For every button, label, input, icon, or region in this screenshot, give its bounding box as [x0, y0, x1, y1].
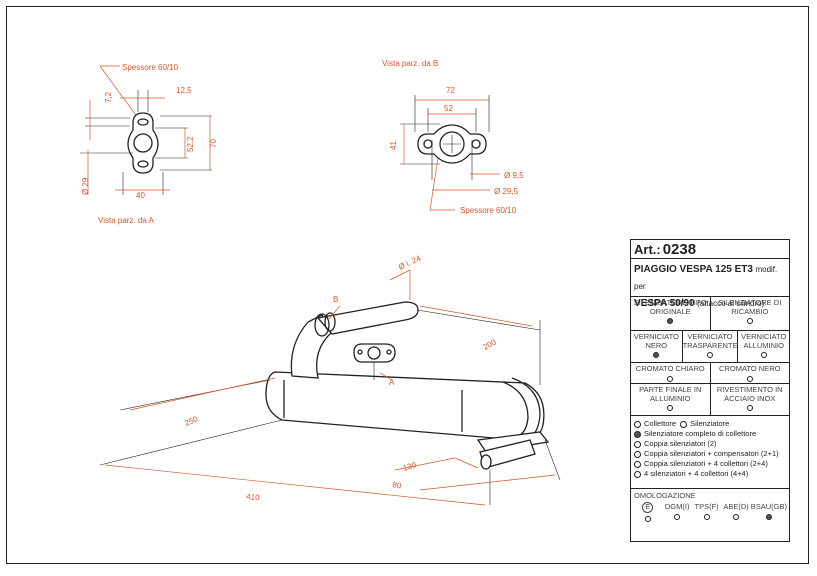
muffler-body: [265, 371, 545, 442]
dim-410: 410: [246, 492, 261, 502]
finish-row: PARTE FINALE IN ALLUMINIO RIVESTIMENTO I…: [631, 384, 789, 416]
finish-aluminium-radio: [667, 405, 674, 411]
spec-table: Art.: 0238 PIAGGIO VESPA 125 ET3 modif. …: [630, 239, 790, 542]
view-a-dim-12-5: 12,5: [176, 86, 192, 95]
main-view: Ø i. 24 B A 200 250 410 130 80: [99, 253, 561, 506]
muffler-bracket: [476, 431, 550, 453]
view-a-dim-phi-29: Ø 29: [81, 177, 90, 195]
article-number: 0238: [662, 240, 697, 258]
option-4x4: 4 silenziatori + 4 collettori (4+4): [634, 469, 786, 479]
option-collettore-radio: [634, 420, 641, 428]
option-complete: Silenziatore completo di collettore: [634, 429, 786, 439]
homologation-dgm: DGM(I): [662, 502, 691, 522]
finish-inox-radio: [746, 405, 753, 411]
chrome-row: CROMATO CHIARO CROMATO NERO: [631, 363, 789, 384]
paint-aluminium-radio: [760, 352, 767, 358]
chrome-black-cell: CROMATO NERO: [709, 363, 790, 383]
label-view-a-marker: A: [389, 378, 395, 387]
article-row: Art.: 0238: [631, 240, 789, 259]
model-line-1: PIAGGIO VESPA 125 ET3: [634, 264, 753, 275]
type-original-cell: SILENZIATORE TIPO ORIGINALE: [631, 297, 710, 330]
type-replacement-radio: [746, 318, 753, 324]
dim-80: 80: [392, 480, 403, 491]
model-line-1-note: modif. per: [634, 265, 778, 291]
paint-black-radio: [653, 352, 660, 358]
homologation-abe: ABE(D): [721, 502, 750, 522]
view-a: Spessore 60/10 7,2 12,5 52,2 70 Ø 29 40 …: [80, 63, 218, 225]
configuration-options: Collettore Silenziatore Silenziatore com…: [631, 416, 789, 489]
view-b: Vista parz. da B 72 52 41 Ø 9,5 Ø 29,5 S…: [382, 59, 524, 215]
option-pair-comp-radio: [634, 450, 641, 458]
finish-inox-cell: RIVESTIMENTO IN ACCIAIO INOX: [709, 384, 790, 415]
dim-250: 250: [183, 414, 199, 428]
dim-200: 200: [482, 337, 498, 351]
view-b-dim-41: 41: [389, 141, 398, 150]
homologation-row: E DGM(I) TPS(F) ABE(D) BSAU(GB): [631, 500, 789, 522]
type-original-radio: [667, 318, 674, 324]
dim-inlet-diameter: Ø i. 24: [397, 253, 423, 271]
view-b-dim-phi-9-5: Ø 9,5: [504, 171, 524, 180]
type-replacement-cell: SILENZIATORE DI RICAMBIO: [709, 297, 790, 330]
homologation-title: OMOLOGAZIONE: [634, 491, 696, 500]
dim-130: 130: [402, 460, 418, 473]
view-b-thickness-label: Spessore 60/10: [460, 206, 517, 215]
chrome-light-cell: CROMATO CHIARO: [631, 363, 710, 383]
article-label: Art.:: [634, 241, 661, 257]
homologation-e: E: [633, 502, 662, 522]
option-silenziatore-radio: [680, 420, 688, 428]
option-complete-radio: [634, 430, 641, 438]
option-pair-radio: [634, 440, 641, 448]
homologation-tps: TPS(F): [692, 502, 721, 522]
view-b-dim-phi-29-5: Ø 29,5: [494, 187, 519, 196]
view-a-dim-52-2: 52,2: [186, 136, 195, 152]
finish-aluminium-cell: PARTE FINALE IN ALLUMINIO: [631, 384, 710, 415]
view-a-dim-40: 40: [136, 191, 145, 200]
paint-clear-cell: VERNICIATO TRASPARENTE: [681, 331, 737, 362]
type-row: SILENZIATORE TIPO ORIGINALE SILENZIATORE…: [631, 297, 789, 331]
chrome-black-radio: [746, 375, 753, 382]
option-pair-4coll-radio: [634, 460, 641, 468]
view-a-dim-7-2: 7,2: [104, 91, 113, 103]
model-info: PIAGGIO VESPA 125 ET3 modif. per VESPA 5…: [631, 259, 789, 309]
option-pair: Coppia silenziatori (2): [634, 439, 786, 449]
option-4x4-radio: [634, 470, 641, 478]
option-pair-4coll: Coppia silenziatori + 4 collettori (2+4): [634, 459, 786, 469]
paint-clear-radio: [707, 352, 713, 358]
view-a-caption: Vista parz. da A: [98, 216, 155, 225]
drawing-frame: [6, 6, 809, 564]
paint-aluminium-cell: VERNICIATO ALLUMINIO: [737, 331, 789, 362]
model-line-2-note: (attacco al cilindro): [697, 299, 765, 308]
view-b-dim-52: 52: [444, 104, 453, 113]
chrome-light-radio: [667, 375, 674, 382]
label-view-b-marker: B: [333, 295, 338, 304]
paint-black-cell: VERNICIATO NERO: [631, 331, 682, 362]
model-line-2: VESPA 50/90: [634, 298, 695, 309]
paint-row: VERNICIATO NERO VERNICIATO TRASPARENTE V…: [631, 331, 789, 363]
homologation-bsau: BSAU(GB): [751, 502, 787, 522]
view-b-dim-72: 72: [446, 86, 455, 95]
view-a-thickness-label: Spessore 60/10: [122, 63, 179, 72]
option-row-1: Collettore Silenziatore: [634, 419, 786, 429]
view-b-caption: Vista parz. da B: [382, 59, 438, 68]
option-pair-comp: Coppia silenziatori + compensatori (2+1): [634, 449, 786, 459]
view-a-dim-70: 70: [209, 139, 218, 148]
